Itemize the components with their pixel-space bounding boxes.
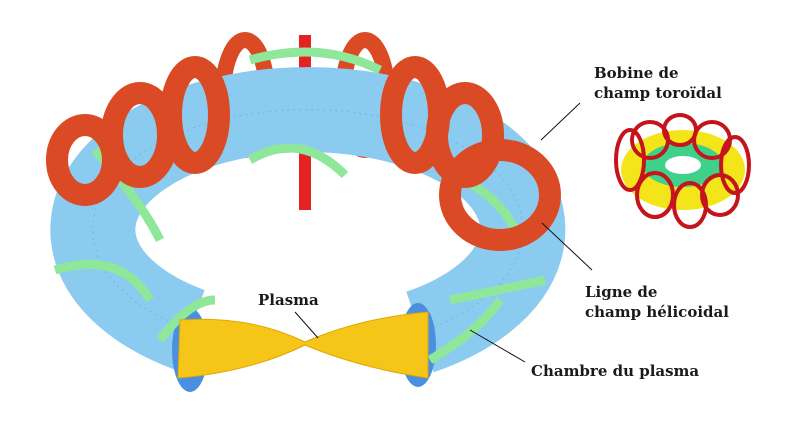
toroidal-coils-front [46,56,561,251]
label-line: champ toroïdal [594,84,722,102]
label-helical-field-line: Ligne de champ hélicoidal [585,282,729,322]
label-line: champ hélicoidal [585,303,729,321]
leader-lines [294,102,593,363]
label-toroidal-coil: Bobine de champ toroïdal [594,63,722,103]
label-plasma-chamber: Chambre du plasma [531,362,700,380]
label-line: Bobine de [594,64,679,82]
plasma [177,311,429,379]
label-plasma: Plasma [258,291,319,309]
label-line: Ligne de [585,283,658,301]
helical-field-lines [53,47,546,364]
stellarator-inset [614,113,751,229]
